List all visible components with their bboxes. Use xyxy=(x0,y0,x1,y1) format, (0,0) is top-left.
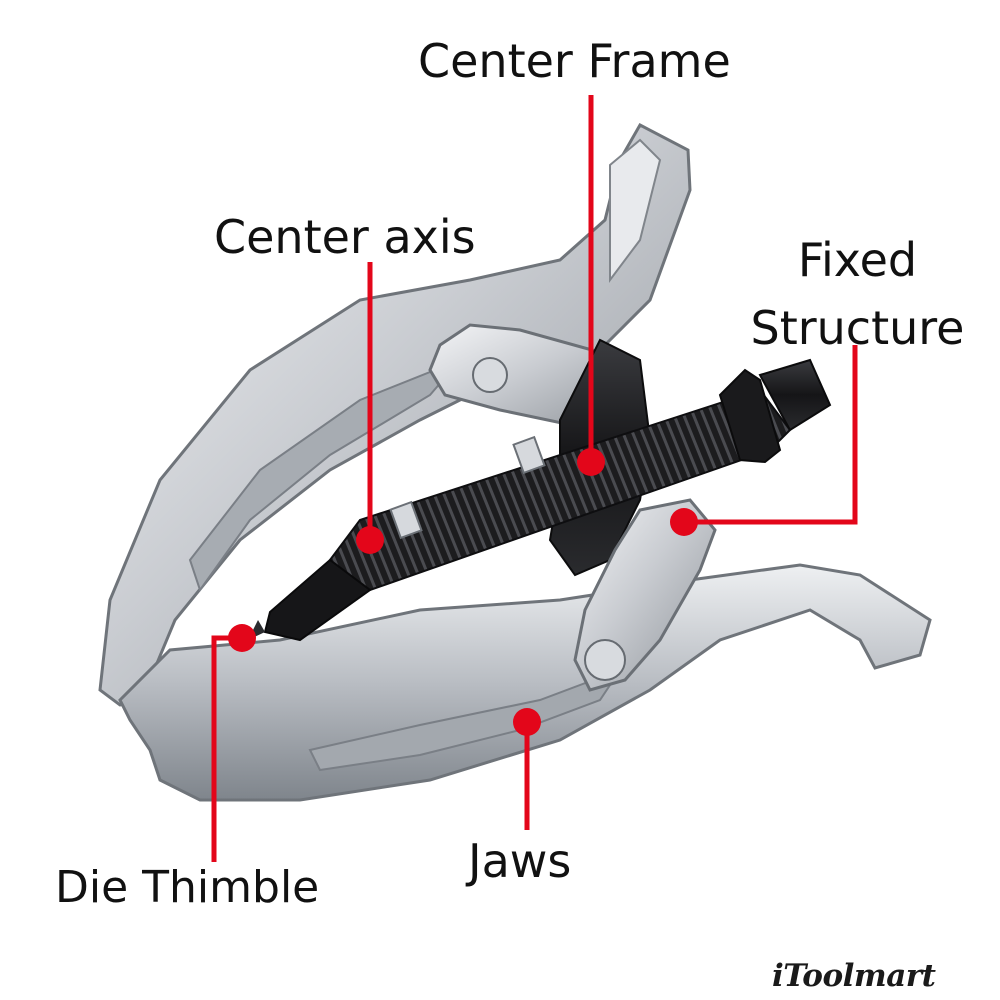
label-die-thimble: Die Thimble xyxy=(55,862,320,913)
label-fixed-structure-line1: Fixed xyxy=(797,233,918,287)
label-fixed-structure-line2: Structure xyxy=(750,301,965,356)
label-center-axis: Center axis xyxy=(214,210,476,264)
callout-die-thimble xyxy=(211,624,256,862)
callout-center-frame xyxy=(577,95,605,476)
bolts xyxy=(389,435,546,540)
brand-logo: iToolmart xyxy=(772,958,936,994)
label-jaws: Jaws xyxy=(468,834,572,888)
label-center-frame: Center Frame xyxy=(418,34,731,88)
callout-fixed-structure xyxy=(670,345,858,536)
callout-center-axis xyxy=(356,262,384,554)
lower-jaw xyxy=(118,563,932,802)
callout-jaws xyxy=(513,708,541,830)
center-axis-screw xyxy=(248,358,832,642)
label-fixed-structure: Fixed Structure xyxy=(735,226,980,362)
